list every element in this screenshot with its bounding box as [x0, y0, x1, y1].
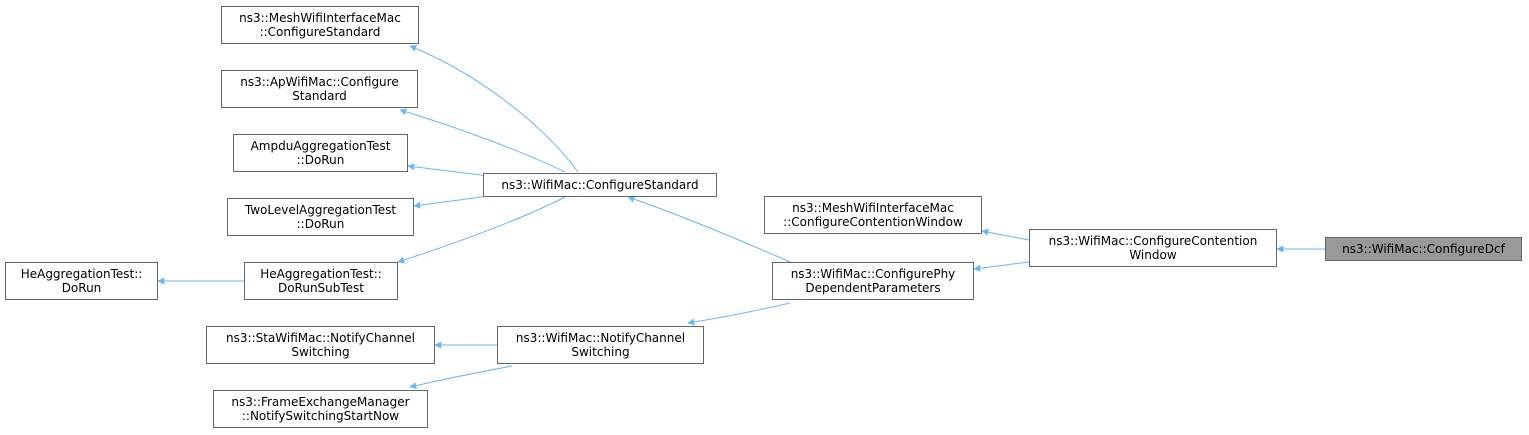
node-mesh-configure-contention-window[interactable]: ns3::MeshWifiInterfaceMac::ConfigureCont… [764, 196, 982, 234]
node-label-line1: AmpduAggregationTest [250, 139, 391, 153]
node-label-line2: DoRunSubTest [277, 281, 365, 295]
node-label-line1: HeAggregationTest:: [260, 267, 382, 281]
node-label-line1: ns3::WifiMac::ConfigurePhy [790, 267, 956, 281]
node-label-line2: Switching [291, 345, 350, 359]
node-he-dorun[interactable]: HeAggregationTest::DoRun [5, 262, 158, 300]
node-label-line2: Standard [292, 89, 347, 103]
node-frame-exchange-manager-notify-switching[interactable]: ns3::FrameExchangeManager::NotifySwitchi… [213, 390, 428, 428]
node-label-line1: ns3::StaWifiMac::NotifyChannel [226, 331, 415, 345]
node-wifimac-configure-dcf: ns3::WifiMac::ConfigureDcf [1325, 237, 1522, 261]
node-label-line1: ns3::MeshWifiInterfaceMac [792, 201, 954, 215]
edge-cfgphy-cfgstd [627, 195, 791, 263]
node-label-line2: ::DoRun [296, 153, 345, 167]
node-label-line1: ns3::WifiMac::NotifyChannel [515, 331, 686, 345]
node-label-line1: HeAggregationTest:: [20, 267, 143, 281]
node-label-line1: ns3::ApWifiMac::Configure [240, 75, 399, 89]
node-he-dorunsubtest[interactable]: HeAggregationTest::DoRunSubTest [244, 262, 398, 300]
edge-cfgphy-wifimac-notify [687, 302, 791, 326]
node-label-line2: ::ConfigureStandard [259, 25, 381, 39]
edge-cfgcw-mesh-cfgcw [981, 228, 1030, 241]
edge-cfgstd-ap [399, 108, 566, 173]
node-label-line1: ns3::WifiMac::ConfigureContention [1048, 234, 1258, 248]
edge-cfgstd-hesub [397, 196, 566, 264]
node-ampdu-dorun[interactable]: AmpduAggregationTest::DoRun [233, 134, 408, 172]
node-label-line2: DependentParameters [805, 281, 941, 295]
node-twolevel-dorun[interactable]: TwoLevelAggregationTest::DoRun [227, 198, 414, 236]
node-label-line2: ::ConfigureContentionWindow [783, 215, 963, 229]
edge-cfgstd-mesh [409, 45, 579, 173]
node-label-line2: ::NotifySwitchingStartNow [241, 409, 400, 423]
node-label-line2: DoRun [61, 281, 102, 295]
node-label-line1: TwoLevelAggregationTest [244, 203, 397, 217]
edge-cfgstd-ampdu [407, 163, 490, 177]
node-label-line1: ns3::MeshWifiInterfaceMac [239, 11, 401, 25]
edge-wifimac-notify-fem [409, 365, 513, 389]
edge-cfgstd-twolevel [413, 195, 490, 209]
node-label-line2: Window [1129, 248, 1177, 262]
node-label-line2: ::DoRun [296, 217, 345, 231]
node-label-line1: ns3::WifiMac::ConfigureDcf [1342, 242, 1505, 256]
node-wifimac-configure-standard[interactable]: ns3::WifiMac::ConfigureStandard [483, 173, 717, 197]
node-label-line1: ns3::FrameExchangeManager [231, 395, 410, 409]
node-label-line2: Switching [571, 345, 630, 359]
node-label-line1: ns3::WifiMac::ConfigureStandard [501, 178, 699, 192]
node-mesh-configure-standard[interactable]: ns3::MeshWifiInterfaceMac::ConfigureStan… [221, 6, 419, 44]
edge-cfgcw-cfgphy [973, 261, 1030, 272]
